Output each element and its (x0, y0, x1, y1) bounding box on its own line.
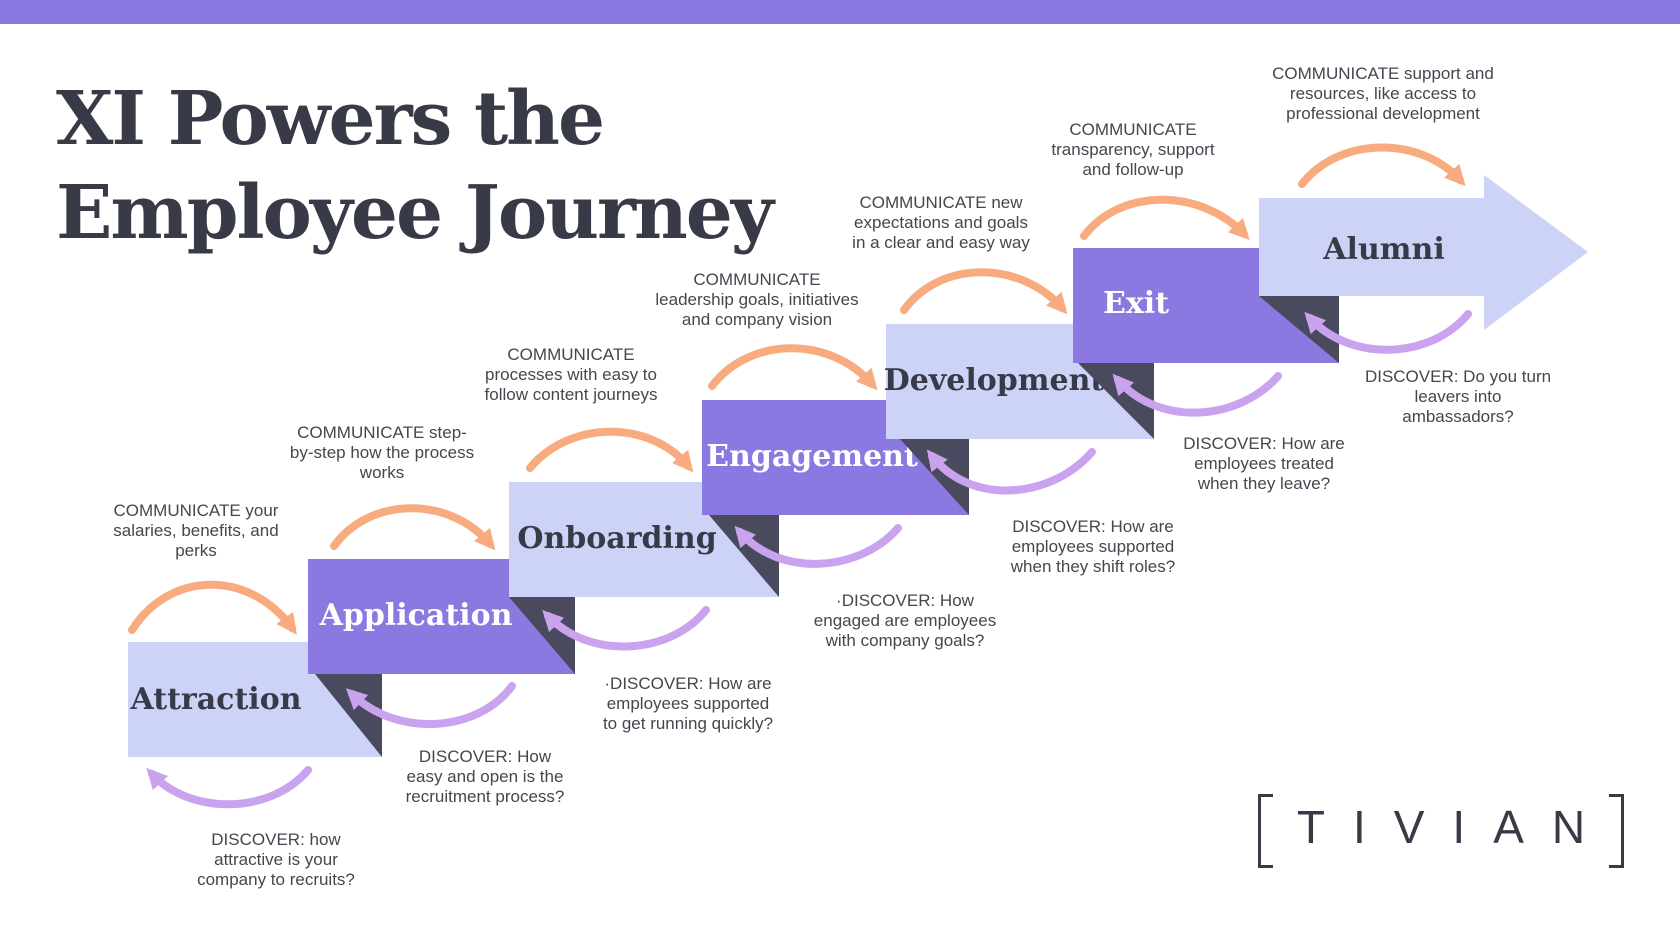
discover-note-development: DISCOVER: How are employees supported wh… (1010, 517, 1176, 576)
logo-wordmark: TIVIAN (1296, 801, 1614, 853)
page-title: XI Powers the Employee Journey (56, 72, 774, 260)
logo-bracket-right (1609, 794, 1624, 868)
discover-note-exit: DISCOVER: How are employees treated when… (1183, 434, 1345, 493)
communicate-arrow (1298, 143, 1466, 188)
discover-arrow (345, 682, 516, 729)
discover-note-application: DISCOVER: How easy and open is the recru… (405, 747, 565, 806)
stage-alumni: Alumni (1259, 143, 1588, 363)
communicate-note-development: COMMUNICATE new expectations and goals i… (852, 193, 1030, 252)
stage-label-development: Development (884, 363, 1105, 398)
discover-arrow (146, 766, 312, 809)
fold-corner (900, 439, 969, 515)
stage-label-exit: Exit (1103, 286, 1169, 321)
logo-bracket-left (1258, 794, 1273, 868)
discover-note-engagement: ·DISCOVER: How engaged are employees wit… (813, 591, 997, 650)
communicate-note-engagement: COMMUNICATE leadership goals, initiative… (655, 270, 859, 329)
discover-arrow (734, 524, 902, 568)
discover-arrow (926, 448, 1096, 495)
fold-corner (1078, 363, 1154, 439)
communicate-note-onboarding: COMMUNICATE processes with easy to follo… (484, 345, 658, 404)
title-line-1: XI Powers the (56, 76, 605, 162)
communicate-arrow (128, 580, 297, 635)
stage-arrow-block (1259, 175, 1588, 330)
communicate-arrow (1080, 195, 1250, 241)
stage-label-alumni: Alumni (1322, 232, 1444, 267)
stage-application: Application (308, 504, 575, 757)
communicate-note-attraction: COMMUNICATE your salaries, benefits, and… (113, 501, 279, 560)
title-line-2: Employee Journey (56, 170, 774, 256)
stage-label-application: Application (319, 598, 513, 633)
communicate-arrow (900, 268, 1068, 315)
tivian-logo: TIVIAN (1258, 794, 1624, 868)
stage-label-engagement: Engagement (706, 439, 918, 474)
communicate-arrow (330, 504, 496, 551)
communicate-arrow (708, 344, 878, 391)
communicate-note-alumni: COMMUNICATE support and resources, like … (1272, 64, 1494, 123)
discover-arrow (542, 606, 710, 651)
discover-note-alumni: DISCOVER: Do you turn leavers into ambas… (1364, 367, 1552, 426)
discover-note-attraction: DISCOVER: how attractive is your company… (197, 830, 355, 889)
fold-corner (709, 515, 779, 597)
communicate-note-exit: COMMUNICATE transparency, support and fo… (1051, 120, 1215, 179)
top-accent-bar (0, 0, 1680, 24)
discover-arrow (1304, 310, 1472, 354)
discover-note-onboarding: ·DISCOVER: How are employees supported t… (602, 674, 774, 733)
discover-arrow (1112, 372, 1282, 417)
communicate-note-application: COMMUNICATE step- by-step how the proces… (289, 423, 475, 482)
stage-label-onboarding: Onboarding (517, 521, 716, 556)
communicate-arrow (526, 427, 694, 473)
stage-label-attraction: Attraction (129, 682, 301, 717)
